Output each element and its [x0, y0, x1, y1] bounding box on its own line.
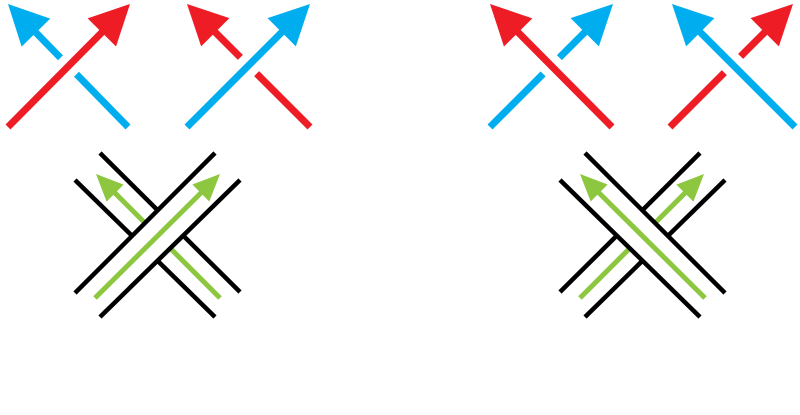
left-crossing-1 — [0, 4, 131, 136]
left-crossing-2 — [178, 4, 313, 136]
right-ribbon-crossing-northeast-band-over-green-arrow-arrowhead — [580, 174, 608, 202]
right-ribbon-crossing-northeast-band-over-green-arrow-shaft — [595, 189, 707, 300]
left-crossing-2-over-strand-shaft — [184, 28, 286, 130]
left-ribbon-crossing-northeast-band-over-edge-1 — [73, 151, 217, 295]
right-crossing-1-under-strand-shaft — [487, 28, 589, 130]
right-crossing-2-over-strand-shaft — [696, 28, 798, 130]
left-crossing-1-under-strand-shaft — [32, 28, 131, 130]
left-ribbon-crossing-northeast-band-over-edge-2 — [98, 178, 242, 319]
right-crossing-2 — [667, 4, 800, 136]
right-ribbon-crossing-northeast-band-over-edge-1 — [583, 151, 727, 295]
left-crossing-1-over-strand-arrowhead — [87, 4, 130, 47]
left-crossing-2-over-strand-arrowhead — [267, 4, 310, 47]
left-crossing-1-over-strand-shaft — [5, 28, 106, 130]
right-crossing-1-under-strand-arrowhead — [570, 4, 613, 47]
right-crossing-2-under-strand-arrowhead — [750, 4, 793, 47]
left-ribbon-crossing-northeast-band-over-green-arrow-arrowhead — [192, 174, 220, 202]
left-ribbon-crossing-northwest-band-under-green-arrow-arrowhead — [96, 174, 124, 202]
left-crossing-2-under-strand-shaft — [211, 28, 313, 130]
left-ribbon-crossing — [66, 143, 250, 327]
left-ribbon-crossing-northeast-band-over-green-arrow-shaft — [93, 189, 205, 300]
right-ribbon-crossing-northwest-band-under-green-arrow-arrowhead — [676, 174, 704, 202]
right-crossing-2-over-strand-arrowhead — [672, 4, 715, 47]
left-crossing-1-under-strand-arrowhead — [8, 4, 51, 47]
right-crossing-1-over-strand-shaft — [514, 28, 615, 130]
right-ribbon-crossing-northeast-band-over-edge-2 — [558, 178, 702, 319]
right-crossing-2-under-strand-shaft — [667, 28, 769, 130]
right-ribbon-crossing — [550, 143, 734, 327]
left-crossing-2-under-strand-arrowhead — [187, 4, 230, 47]
right-crossing-1-over-strand-arrowhead — [490, 4, 533, 47]
right-crossing-1 — [487, 4, 621, 136]
